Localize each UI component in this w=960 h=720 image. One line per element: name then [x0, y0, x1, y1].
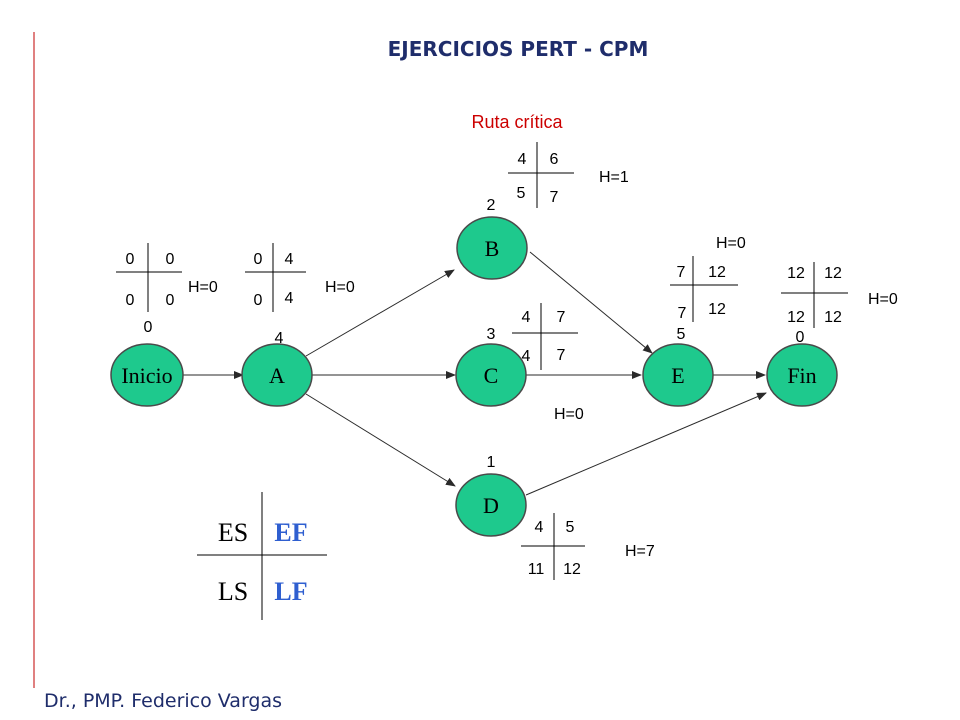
schedule-table-fin: 12 12 12 12 [781, 262, 848, 328]
node-inicio-label: Inicio [121, 363, 172, 388]
arrow-b-e [529, 251, 653, 354]
duration-fin: 0 [796, 329, 805, 346]
legend-ls: LS [218, 577, 248, 606]
node-e: E [642, 343, 714, 407]
node-b-label: B [485, 236, 500, 261]
fin-es: 12 [787, 265, 805, 282]
schedule-table-e: 7 12 7 12 [670, 256, 738, 322]
legend-table: ES EF LS LF [197, 492, 327, 620]
node-c: C [455, 343, 527, 407]
a-ls: 0 [254, 292, 263, 309]
e-lf: 12 [708, 301, 726, 318]
node-c-label: C [484, 363, 499, 388]
b-ls: 5 [517, 185, 526, 202]
b-es: 4 [518, 151, 527, 168]
node-fin-label: Fin [787, 363, 816, 388]
b-ef: 6 [550, 151, 559, 168]
schedule-table-c: 4 7 4 7 [512, 303, 578, 370]
inicio-es: 0 [126, 251, 135, 268]
b-lf: 7 [550, 189, 559, 206]
node-a: A [241, 343, 313, 407]
author-footer: Dr., PMP. Federico Vargas [44, 690, 282, 712]
fin-ls: 12 [787, 309, 805, 326]
c-es: 4 [522, 309, 531, 326]
legend-ef: EF [274, 518, 307, 547]
d-ef: 5 [566, 519, 575, 536]
legend-lf: LF [274, 577, 307, 606]
arrow-a-b [305, 269, 455, 357]
d-lf: 12 [563, 561, 581, 578]
a-lf: 4 [285, 290, 294, 307]
schedule-table-a: 0 4 0 4 [245, 243, 306, 312]
slack-c: H=0 [554, 406, 584, 423]
arrow-a-d [305, 393, 456, 487]
d-es: 4 [535, 519, 544, 536]
d-ls: 11 [528, 561, 545, 578]
arrow-d-fin [525, 392, 767, 496]
c-lf: 7 [557, 347, 566, 364]
slack-inicio: H=0 [188, 279, 218, 296]
node-d-label: D [483, 493, 499, 518]
node-d: D [455, 473, 527, 537]
duration-inicio: 0 [144, 319, 153, 336]
node-inicio: Inicio [110, 343, 184, 407]
slack-d: H=7 [625, 543, 655, 560]
node-e-label: E [671, 363, 684, 388]
duration-a: 4 [275, 330, 284, 347]
inicio-ef: 0 [166, 251, 175, 268]
fin-ef: 12 [824, 265, 842, 282]
schedule-table-inicio: 0 0 0 0 [116, 243, 182, 312]
critical-path-label: Ruta crítica [471, 112, 563, 132]
legend-es: ES [218, 518, 248, 547]
fin-lf: 12 [824, 309, 842, 326]
duration-d: 1 [487, 454, 496, 471]
inicio-ls: 0 [126, 292, 135, 309]
a-ef: 4 [285, 251, 294, 268]
c-ls: 4 [522, 348, 531, 365]
node-fin: Fin [766, 343, 838, 407]
c-ef: 7 [557, 309, 566, 326]
a-es: 0 [254, 251, 263, 268]
inicio-lf: 0 [166, 292, 175, 309]
slack-a: H=0 [325, 279, 355, 296]
duration-e: 5 [677, 326, 686, 343]
e-ef: 12 [708, 264, 726, 281]
duration-c: 3 [487, 326, 496, 343]
e-ls: 7 [678, 305, 687, 322]
schedule-table-b: 4 6 5 7 [508, 142, 574, 208]
node-a-label: A [269, 363, 285, 388]
schedule-table-d: 4 5 11 12 [521, 513, 585, 580]
page-title: EJERCICIOS PERT - CPM [388, 37, 649, 61]
duration-b: 2 [487, 197, 496, 214]
node-b: B [456, 216, 528, 280]
slack-fin: H=0 [868, 291, 898, 308]
slack-e: H=0 [716, 235, 746, 252]
slack-b: H=1 [599, 169, 629, 186]
e-es: 7 [677, 264, 686, 281]
